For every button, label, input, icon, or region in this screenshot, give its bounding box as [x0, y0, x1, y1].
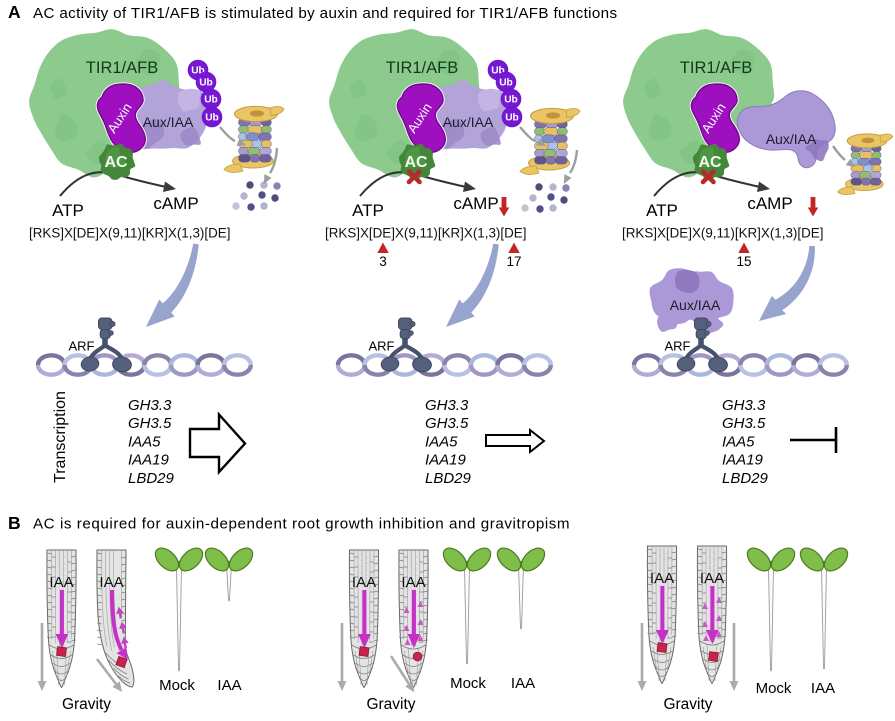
svg-text:GH3.5: GH3.5 [425, 415, 469, 432]
svg-text:AC: AC [404, 154, 428, 171]
svg-text:Transcription: Transcription [52, 391, 69, 483]
svg-text:cAMP: cAMP [453, 194, 498, 213]
svg-text:17: 17 [506, 254, 521, 269]
svg-text:Gravity: Gravity [663, 696, 712, 713]
svg-text:Mock: Mock [450, 675, 486, 692]
svg-text:TIR1/AFB: TIR1/AFB [680, 59, 752, 77]
svg-text:Mock: Mock [159, 677, 195, 694]
svg-text:15: 15 [736, 254, 751, 269]
svg-text:GH3.3: GH3.3 [425, 397, 469, 414]
svg-text:Ub: Ub [499, 77, 513, 88]
svg-text:TIR1/AFB: TIR1/AFB [386, 59, 458, 77]
svg-text:[RKS]X[DE]X(9,11)[KR]X(1,3)[DE: [RKS]X[DE]X(9,11)[KR]X(1,3)[DE] [29, 226, 230, 241]
svg-text:Ub: Ub [205, 112, 219, 123]
svg-text:ARF: ARF [665, 339, 691, 354]
svg-text:LBD29: LBD29 [722, 470, 769, 487]
svg-text:Aux/IAA: Aux/IAA [443, 114, 494, 130]
svg-text:cAMP: cAMP [747, 194, 792, 213]
svg-text:AC activity of TIR1/AFB is sti: AC activity of TIR1/AFB is stimulated by… [33, 5, 617, 22]
svg-text:Ub: Ub [199, 77, 213, 88]
svg-text:IAA: IAA [401, 574, 425, 591]
svg-text:Ub: Ub [504, 94, 518, 105]
svg-text:ATP: ATP [352, 201, 384, 220]
svg-text:ARF: ARF [369, 339, 395, 354]
svg-text:Aux/IAA: Aux/IAA [670, 297, 721, 313]
svg-text:Aux/IAA: Aux/IAA [766, 131, 817, 147]
svg-text:ARF: ARF [69, 339, 95, 354]
svg-text:AC is required for auxin-depen: AC is required for auxin-dependent root … [33, 516, 570, 533]
svg-text:IAA: IAA [700, 570, 724, 587]
svg-text:LBD29: LBD29 [425, 470, 472, 487]
svg-text:IAA5: IAA5 [722, 433, 755, 450]
svg-text:GH3.5: GH3.5 [722, 415, 766, 432]
svg-text:Mock: Mock [756, 680, 792, 697]
svg-text:AC: AC [104, 154, 128, 171]
svg-text:IAA19: IAA19 [425, 452, 467, 469]
svg-text:Ub: Ub [505, 112, 519, 123]
svg-text:GH3.3: GH3.3 [128, 397, 172, 414]
svg-text:A: A [8, 2, 21, 22]
svg-text:IAA: IAA [511, 675, 535, 692]
svg-text:IAA5: IAA5 [425, 433, 458, 450]
svg-text:IAA: IAA [217, 677, 241, 694]
svg-text:AC: AC [698, 154, 722, 171]
svg-text:IAA19: IAA19 [722, 452, 764, 469]
svg-text:IAA: IAA [49, 574, 73, 591]
svg-text:[RKS]X[DE]X(9,11)[KR]X(1,3)[DE: [RKS]X[DE]X(9,11)[KR]X(1,3)[DE] [622, 226, 823, 241]
svg-text:GH3.5: GH3.5 [128, 415, 172, 432]
svg-text:ATP: ATP [646, 201, 678, 220]
svg-text:Aux/IAA: Aux/IAA [143, 114, 194, 130]
svg-text:Gravity: Gravity [366, 696, 415, 713]
svg-text:[RKS]X[DE]X(9,11)[KR]X(1,3)[DE: [RKS]X[DE]X(9,11)[KR]X(1,3)[DE] [325, 226, 526, 241]
svg-text:IAA19: IAA19 [128, 452, 170, 469]
svg-text:IAA: IAA [352, 574, 376, 591]
svg-text:Ub: Ub [491, 65, 505, 76]
svg-text:ATP: ATP [52, 201, 84, 220]
svg-text:cAMP: cAMP [153, 194, 198, 213]
svg-text:IAA: IAA [99, 574, 123, 591]
svg-text:GH3.3: GH3.3 [722, 397, 766, 414]
svg-text:IAA5: IAA5 [128, 433, 161, 450]
svg-text:Gravity: Gravity [62, 696, 111, 713]
svg-text:3: 3 [379, 254, 387, 269]
svg-text:IAA: IAA [650, 570, 674, 587]
svg-text:TIR1/AFB: TIR1/AFB [86, 59, 158, 77]
svg-text:B: B [8, 513, 21, 533]
svg-text:IAA: IAA [811, 680, 835, 697]
svg-text:Ub: Ub [191, 65, 205, 76]
svg-text:LBD29: LBD29 [128, 470, 175, 487]
svg-text:Ub: Ub [204, 94, 218, 105]
